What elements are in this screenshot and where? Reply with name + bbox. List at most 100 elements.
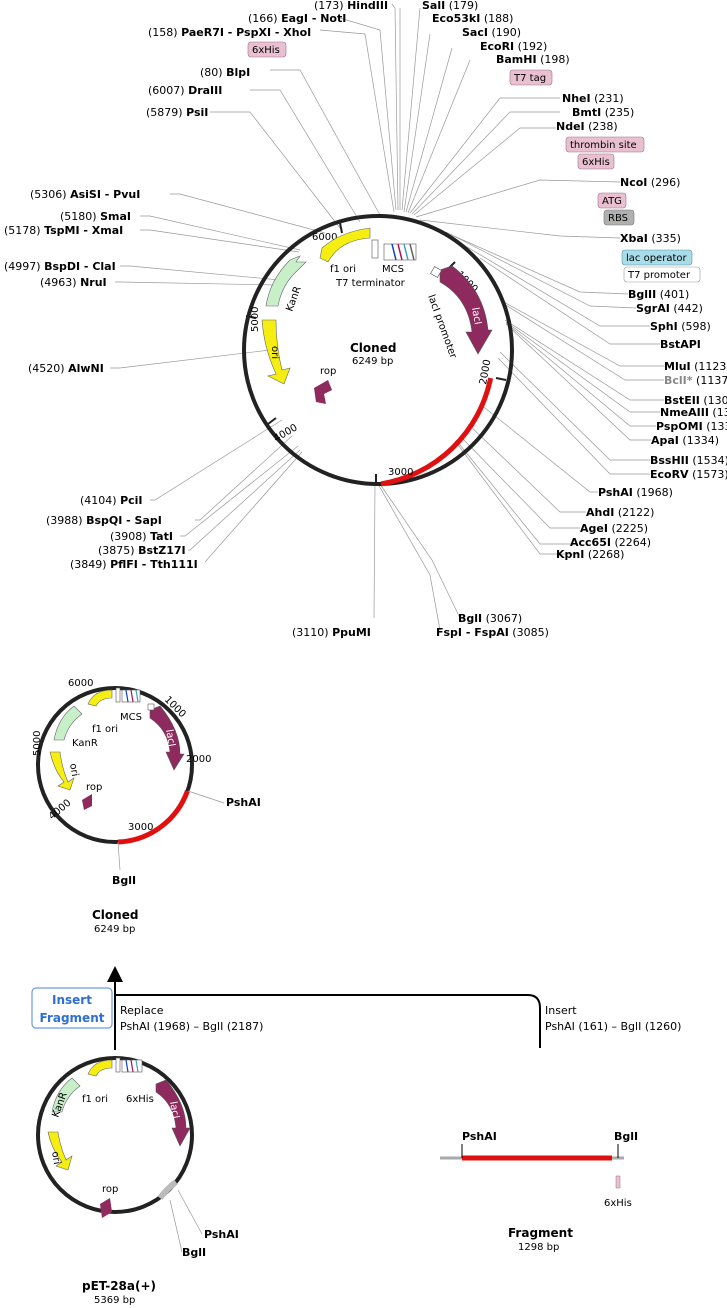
- t7-terminator-label: T7 terminator: [335, 278, 406, 289]
- svg-text:BclI* (1137): BclI* (1137): [664, 374, 727, 387]
- svg-text:NmeAIII (1329): NmeAIII (1329): [660, 406, 727, 419]
- svg-text:(173) HindIII: (173) HindIII: [314, 0, 388, 12]
- svg-text:ori: ori: [49, 1151, 62, 1166]
- svg-text:EcoRV (1573): EcoRV (1573): [650, 468, 727, 481]
- f1-ori-feature: [319, 227, 371, 263]
- svg-text:FspI - FspAI (3085): FspI - FspAI (3085): [436, 626, 549, 639]
- svg-text:(5306) AsiSI - PvuI: (5306) AsiSI - PvuI: [30, 188, 140, 201]
- right-site-labels: NheI (231) BmtI (235) NdeI (238) NcoI (2…: [556, 92, 727, 561]
- svg-text:(3988) BspQI - SapI: (3988) BspQI - SapI: [46, 514, 162, 527]
- svg-text:(3849) PflFI - Tth111I: (3849) PflFI - Tth111I: [70, 558, 198, 571]
- laci-feature: [439, 265, 493, 355]
- svg-text:(5180) SmaI: (5180) SmaI: [60, 210, 131, 223]
- site-name: EcoRI: [480, 40, 514, 53]
- tick-label: 3000: [388, 467, 413, 478]
- svg-text:PshAI: PshAI: [204, 1228, 239, 1241]
- site-num: (6007): [148, 84, 185, 97]
- site-num: (80): [200, 66, 223, 79]
- site-name: PaeR7I - PspXI - XhoI: [181, 26, 311, 39]
- svg-text:(3875) BstZ17I: (3875) BstZ17I: [98, 544, 186, 557]
- vector-map: PshAI BglI f1 ori 6xHis KanR ori rop lac…: [36, 1056, 239, 1306]
- tag-lac-operator: lac operator: [626, 253, 687, 264]
- svg-text:AhdI (2122): AhdI (2122): [586, 506, 654, 519]
- svg-text:BstEII (1304): BstEII (1304): [664, 394, 727, 407]
- insert-label: Insert: [545, 1004, 577, 1017]
- main-map-size: 6249 bp: [352, 356, 393, 367]
- site-name: BamHI: [496, 53, 537, 66]
- feature-tags: 6xHis T7 tag thrombin site 6xHis ATG RBS…: [247, 41, 701, 283]
- svg-text:XbaI (335): XbaI (335): [620, 232, 681, 245]
- svg-text:Fragment: Fragment: [508, 1226, 573, 1240]
- rop-label: rop: [320, 366, 336, 377]
- svg-text:NcoI (296): NcoI (296): [620, 176, 680, 189]
- svg-text:PshAI (1968): PshAI (1968): [598, 486, 673, 499]
- svg-text:AgeI (2225): AgeI (2225): [580, 522, 648, 535]
- insert-sites: PshAI (161) – BglI (1260): [545, 1020, 681, 1033]
- site-name: EagI - NotI: [281, 12, 346, 25]
- main-map: 1000 2000 3000 4000 5000 6000 f1 ori MCS…: [4, 0, 727, 639]
- f1-ori-label: f1 ori: [330, 264, 356, 275]
- svg-text:5369 bp: 5369 bp: [94, 1295, 135, 1306]
- svg-text:(166) EagI - NotI: (166) EagI - NotI: [248, 12, 346, 25]
- kanr-label: KanR: [284, 285, 303, 313]
- site-name: PsiI: [186, 106, 208, 119]
- svg-text:rop: rop: [86, 782, 102, 793]
- svg-text:BamHI (198): BamHI (198): [496, 53, 570, 66]
- svg-text:BglI: BglI: [182, 1246, 206, 1259]
- svg-text:ori: ori: [67, 763, 80, 778]
- site-name: SacI: [462, 26, 488, 39]
- svg-text:(80) BlpI: (80) BlpI: [200, 66, 250, 79]
- svg-text:BssHII (1534): BssHII (1534): [650, 454, 727, 467]
- tag-t7: T7 tag: [513, 73, 546, 84]
- svg-text:MluI (1123): MluI (1123): [664, 360, 727, 373]
- small-site-bgli: BglI: [112, 874, 136, 887]
- svg-text:KpnI (2268): KpnI (2268): [556, 548, 624, 561]
- tag-thrombin: thrombin site: [570, 140, 637, 151]
- site-num: (192): [518, 40, 548, 53]
- site-name: Eco53kI: [432, 12, 480, 25]
- mcs-label: MCS: [382, 264, 404, 275]
- svg-text:6249 bp: 6249 bp: [94, 924, 135, 935]
- site-name: SalI: [422, 0, 445, 12]
- svg-text:SacI (190): SacI (190): [462, 26, 521, 39]
- svg-text:(4520) AlwNI: (4520) AlwNI: [28, 362, 104, 375]
- svg-text:BglI (3067): BglI (3067): [458, 612, 522, 625]
- site-num: (179): [449, 0, 479, 12]
- site-leader-lines: [110, 3, 664, 631]
- svg-text:1298 bp: 1298 bp: [518, 1242, 559, 1253]
- insert-fragment-badge[interactable]: [31, 987, 113, 1029]
- svg-text:(5879) PsiI: (5879) PsiI: [146, 106, 208, 119]
- svg-text:f1 ori: f1 ori: [92, 724, 118, 735]
- site-name: HindIII: [347, 0, 388, 12]
- main-insert-arc: [380, 377, 494, 487]
- svg-text:(4963) NruI: (4963) NruI: [40, 276, 107, 289]
- kanr-feature: [265, 255, 307, 307]
- svg-text:ApaI (1334): ApaI (1334): [651, 434, 719, 447]
- svg-text:(158) PaeR7I - PspXI - XhoI: (158) PaeR7I - PspXI - XhoI: [148, 26, 311, 39]
- svg-text:3000: 3000: [128, 822, 153, 833]
- svg-text:(5178) TspMI - XmaI: (5178) TspMI - XmaI: [4, 224, 123, 237]
- badge-line1: Insert: [52, 993, 92, 1007]
- svg-text:KanR: KanR: [50, 1091, 69, 1119]
- tick-label: 2000: [478, 359, 493, 386]
- small-map: PshAI BglI 1000 2000 3000 4000 5000 6000…: [32, 678, 261, 935]
- operation-diagram: Insert Fragment Replace PshAI (1968) – B…: [31, 966, 681, 1050]
- svg-text:MCS: MCS: [120, 712, 142, 723]
- svg-text:PspOMI (1330): PspOMI (1330): [656, 420, 727, 433]
- tick-label: 5000: [250, 307, 261, 332]
- site-num: (5879): [146, 106, 183, 119]
- site-num: (158): [148, 26, 178, 39]
- svg-text:PshAI: PshAI: [462, 1130, 497, 1143]
- site-name: DraIII: [188, 84, 222, 97]
- svg-text:Cloned: Cloned: [92, 908, 138, 922]
- svg-text:EcoRI (192): EcoRI (192): [480, 40, 547, 53]
- site-num: (166): [248, 12, 278, 25]
- svg-text:lacI: lacI: [163, 729, 177, 748]
- badge-line2: Fragment: [40, 1011, 105, 1025]
- svg-text:Eco53kI (188): Eco53kI (188): [432, 12, 513, 25]
- svg-text:BglII (401): BglII (401): [628, 288, 689, 301]
- svg-text:6xHis: 6xHis: [604, 1198, 632, 1209]
- main-backbone: [242, 214, 514, 486]
- replace-sites: PshAI (1968) – BglI (2187): [120, 1020, 263, 1033]
- svg-text:SphI (598): SphI (598): [650, 320, 711, 333]
